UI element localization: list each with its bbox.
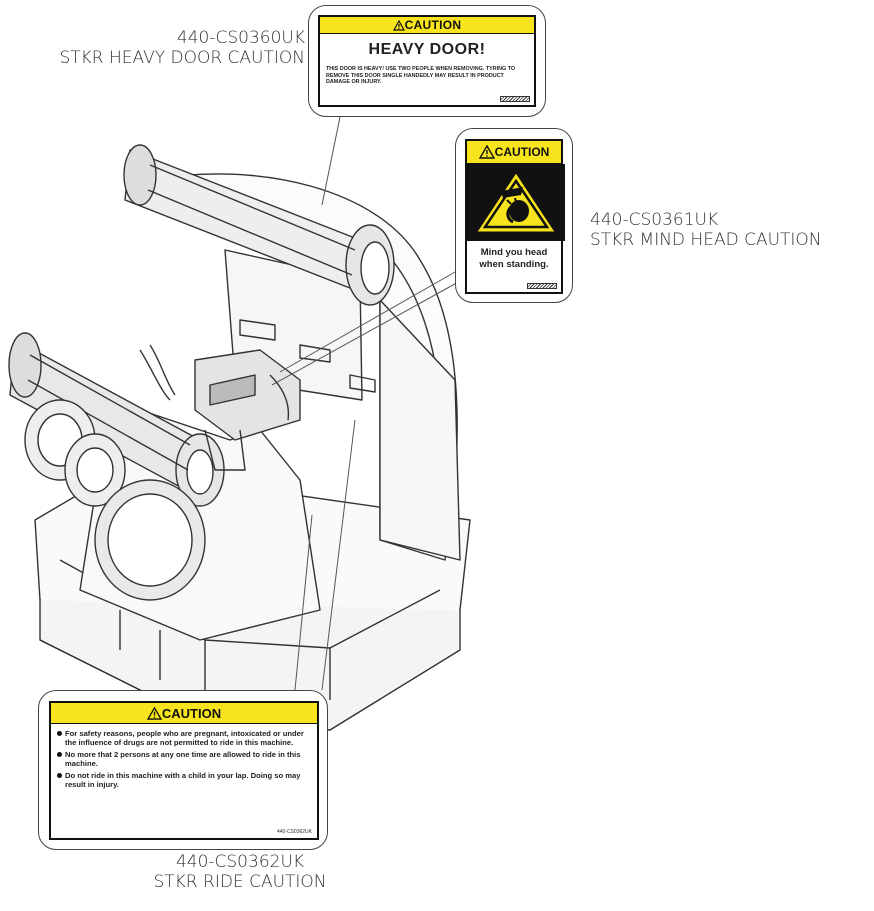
label-sticker: CAUTION Mind you head when standing.: [465, 139, 565, 294]
callout-code: 440-CS0360UK: [176, 28, 305, 48]
warning-triangle-icon: [478, 145, 495, 159]
heavy-door-title: HEAVY DOOR!: [368, 41, 486, 58]
warning-triangle-icon: [392, 19, 405, 31]
callout-code: 440-CS0362UK: [175, 852, 305, 872]
caution-header-text: CAUTION: [404, 18, 462, 32]
heavy-door-body: THIS DOOR IS HEAVY! USE TWO PEOPLE WHEN …: [326, 66, 516, 85]
mind-head-line2: when standing.: [479, 259, 549, 270]
list-item: For safety reasons, people who are pregn…: [57, 729, 311, 747]
callout-name: STKR HEAVY DOOR CAUTION: [59, 48, 305, 68]
code-stripe: [500, 96, 530, 102]
caution-header-text: CAUTION: [494, 145, 550, 159]
code-stripe: [527, 283, 557, 289]
mind-head-text: Mind you head when standing.: [467, 241, 561, 271]
ride-caution-label: CAUTION For safety reasons, people who a…: [38, 690, 328, 850]
list-item: Do not ride in this machine with a child…: [57, 771, 311, 789]
label-sticker: CAUTION HEAVY DOOR! THIS DOOR IS HEAVY! …: [318, 15, 536, 107]
front-roll-bar: [8, 332, 225, 507]
ride-rules-list: For safety reasons, people who are pregn…: [51, 724, 317, 789]
callout-name: STKR RIDE CAUTION: [153, 872, 327, 892]
caution-header: CAUTION: [51, 703, 317, 724]
speaker-pods: [24, 399, 206, 601]
caution-header: CAUTION: [467, 141, 561, 164]
leader-ride-left: [294, 514, 313, 691]
mind-head-label: CAUTION Mind you head when standing.: [455, 128, 573, 303]
mind-head-line1: Mind you head: [480, 247, 548, 258]
warning-triangle-icon: [146, 706, 162, 720]
caution-header: CAUTION: [320, 17, 534, 34]
callout-mind-head: 440-CS0361UK STKR MIND HEAD CAUTION: [590, 210, 870, 250]
caution-header-text: CAUTION: [161, 705, 222, 721]
leader-ride-right: [321, 419, 356, 691]
top-roll-bar: [123, 144, 395, 306]
heavy-door-label: CAUTION HEAVY DOOR! THIS DOOR IS HEAVY! …: [308, 5, 546, 117]
ride-label-code: 440-CS0362UK: [276, 829, 312, 835]
leader-heavy-door: [321, 116, 341, 206]
head-bump-warning-icon: [467, 164, 565, 241]
callout-ride: 440-CS0362UK STKR RIDE CAUTION: [100, 852, 380, 892]
label-sticker: CAUTION For safety reasons, people who a…: [49, 701, 319, 840]
callout-name: STKR MIND HEAD CAUTION: [590, 230, 822, 250]
leader-mind-head: [271, 279, 463, 386]
control-console: [139, 344, 301, 471]
list-item: No more that 2 persons at any one time a…: [57, 750, 311, 768]
callout-heavy-door: 440-CS0360UK STKR HEAVY DOOR CAUTION: [35, 28, 305, 68]
callout-code: 440-CS0361UK: [590, 210, 719, 230]
